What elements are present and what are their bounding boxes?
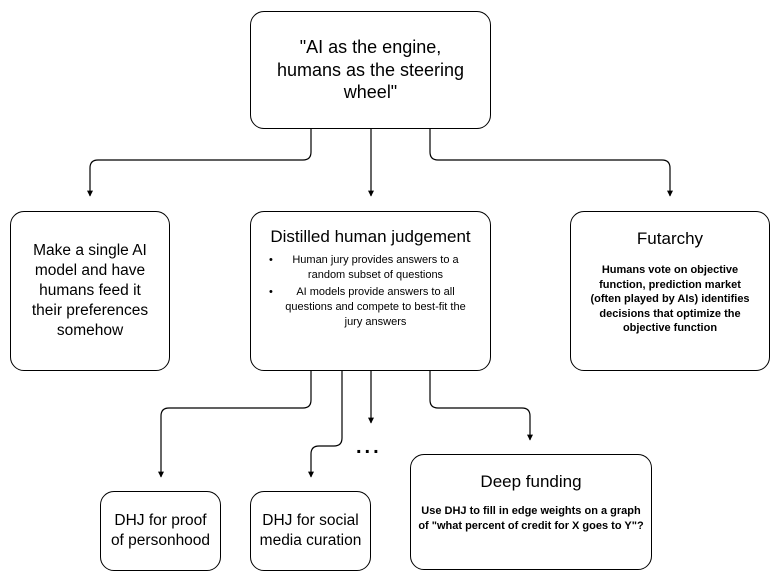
list-item: AI models provide answers to all questio… bbox=[265, 285, 476, 330]
node-single-ai-model[interactable]: Make a single AI model and have humans f… bbox=[10, 211, 170, 371]
node-distilled-human-judgement-bullets: Human jury provides answers to a random … bbox=[251, 253, 490, 331]
node-distilled-human-judgement[interactable]: Distilled human judgement Human jury pro… bbox=[250, 211, 491, 371]
edge-dhj-to-deep-funding bbox=[429, 371, 533, 441]
node-root[interactable]: "AI as the engine, humans as the steerin… bbox=[250, 11, 491, 129]
node-dhj-proof-of-personhood-label: DHJ for proof of personhood bbox=[110, 511, 211, 549]
node-dhj-social-media-curation-label: DHJ for social media curation bbox=[259, 511, 362, 549]
node-single-ai-model-label: Make a single AI model and have humans f… bbox=[31, 241, 149, 340]
node-deep-funding-body: Use DHJ to fill in edge weights on a gra… bbox=[418, 505, 644, 532]
node-dhj-proof-of-personhood[interactable]: DHJ for proof of personhood bbox=[100, 491, 221, 571]
edge-dhj-to-proof-of-personhood bbox=[158, 371, 312, 478]
node-futarchy[interactable]: Futarchy Humans vote on objective functi… bbox=[570, 211, 770, 371]
node-dhj-social-media-curation[interactable]: DHJ for social media curation bbox=[250, 491, 371, 571]
node-deep-funding-title: Deep funding bbox=[480, 472, 582, 491]
edge-root-to-single-ai-model bbox=[87, 129, 312, 197]
list-item: Human jury provides answers to a random … bbox=[265, 253, 476, 283]
node-root-label: "AI as the engine, humans as the steerin… bbox=[276, 37, 465, 103]
node-futarchy-title: Futarchy bbox=[636, 229, 704, 248]
edge-dhj-to-social-media-curation bbox=[308, 371, 343, 478]
node-futarchy-body: Humans vote on objective function, predi… bbox=[590, 264, 750, 335]
node-distilled-human-judgement-title: Distilled human judgement bbox=[270, 227, 471, 246]
node-deep-funding[interactable]: Deep funding Use DHJ to fill in edge wei… bbox=[410, 454, 652, 570]
ellipsis-marker: ... bbox=[356, 436, 382, 458]
edge-root-to-futarchy bbox=[429, 129, 673, 197]
